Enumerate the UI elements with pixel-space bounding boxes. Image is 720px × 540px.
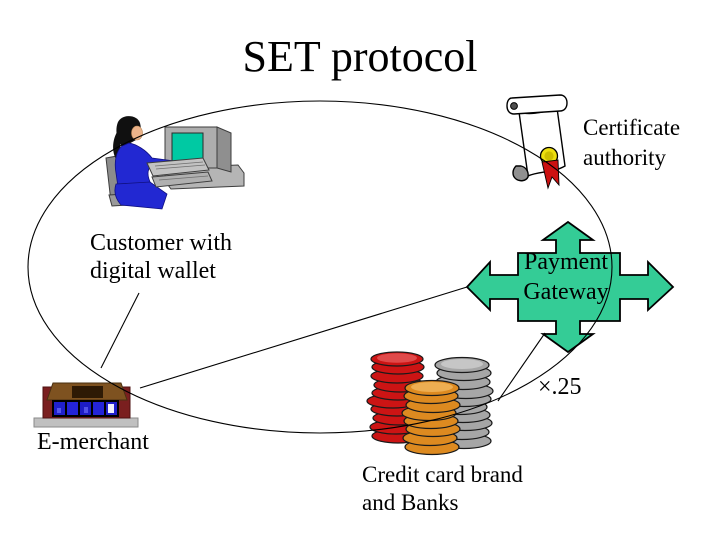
customer-label-line2: digital wallet (90, 258, 216, 284)
scroll-top-curl (510, 102, 518, 110)
storefront-window (67, 402, 78, 415)
monitor-screen (171, 132, 204, 162)
coin-stack-gold (401, 379, 461, 456)
slide-title: SET protocol (242, 32, 478, 81)
building-sidewalk (33, 417, 139, 428)
certificate-ribbon (541, 159, 560, 190)
storefront-window-glint (57, 408, 61, 413)
banks-label-line2: and Banks (362, 490, 459, 515)
scroll-top-roll (506, 94, 568, 115)
gateway-cross-shape (465, 220, 675, 354)
coin-stacks-icon (366, 351, 494, 456)
person-at-computer-clipart (105, 116, 245, 210)
scroll-bottom-curl (512, 165, 529, 182)
network-ellipse (27, 100, 613, 434)
connector-merchant-gateway (139, 286, 468, 389)
keyboard-keys-line (155, 164, 206, 170)
gateway-label-line1: Payment (524, 249, 608, 275)
person-torso-arm (114, 142, 175, 188)
keyboard-keys-line (154, 161, 204, 167)
scroll-certificate-icon (506, 94, 568, 190)
storefront-window (93, 402, 104, 415)
keyboard-keys-line (158, 175, 209, 181)
connector-gateway-ellipse (497, 332, 546, 402)
certificate-authority-label: Certificate authority (583, 113, 680, 173)
keyboard-tray (151, 171, 213, 188)
monitor-side (216, 126, 232, 173)
certificate-label-line1: Certificate (583, 115, 681, 140)
four-way-arrow-cross-icon (465, 220, 675, 354)
storefront-window-lit (108, 404, 114, 413)
certificate-seal-inner (544, 151, 554, 161)
banks-label: Credit card brand and Banks (362, 461, 523, 517)
building-sign (72, 386, 103, 398)
e-merchant-label: E-merchant (37, 429, 149, 455)
storefront-building-icon (33, 382, 139, 428)
leader-customer-label (100, 292, 140, 369)
banks-label-line1: Credit card brand (362, 462, 523, 487)
certificate-label-line2: authority (583, 145, 667, 170)
person-legs (114, 181, 168, 210)
coin-stack-silver (432, 356, 494, 450)
gateway-label-line2: Gateway (523, 279, 609, 305)
storefront-window-glint (84, 407, 88, 413)
customer-label-line1: Customer with (90, 230, 232, 256)
scale-note: ×.25 (538, 374, 582, 400)
